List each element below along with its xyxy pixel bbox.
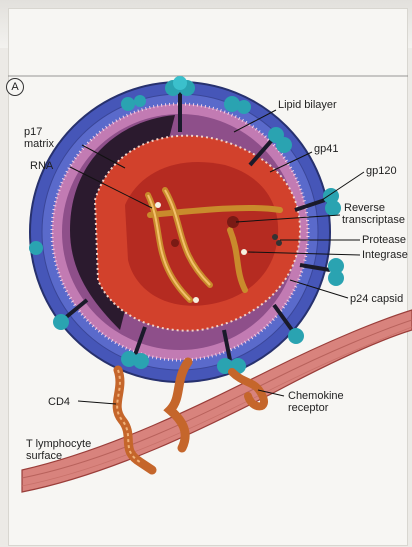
label-protease: Protease [362,234,410,246]
panel-label-a: A [6,78,24,96]
label-rna: RNA [30,160,53,172]
label-chemokine-line1: Chemokine [288,390,344,402]
label-lipid-bilayer: Lipid bilayer [278,99,337,111]
label-reverse-line1: Reverse [344,202,385,214]
label-gp120: gp120 [366,165,397,177]
protease-dot [272,234,278,240]
label-gp41: gp41 [314,143,338,155]
integrase-dot [241,249,247,255]
label-chemokine-line2: receptor [288,402,328,414]
label-cd4: CD4 [48,396,70,408]
label-t-cell-line2: surface [26,450,62,462]
label-p17-line1: p17 [24,126,42,138]
label-integrase: Integrase [362,249,410,261]
label-p17-line2: matrix [24,138,54,150]
label-t-cell-line1: T lymphocyte [26,438,91,450]
label-p24-capsid: p24 capsid [350,293,410,305]
label-reverse-line2: transcriptase [342,214,410,226]
